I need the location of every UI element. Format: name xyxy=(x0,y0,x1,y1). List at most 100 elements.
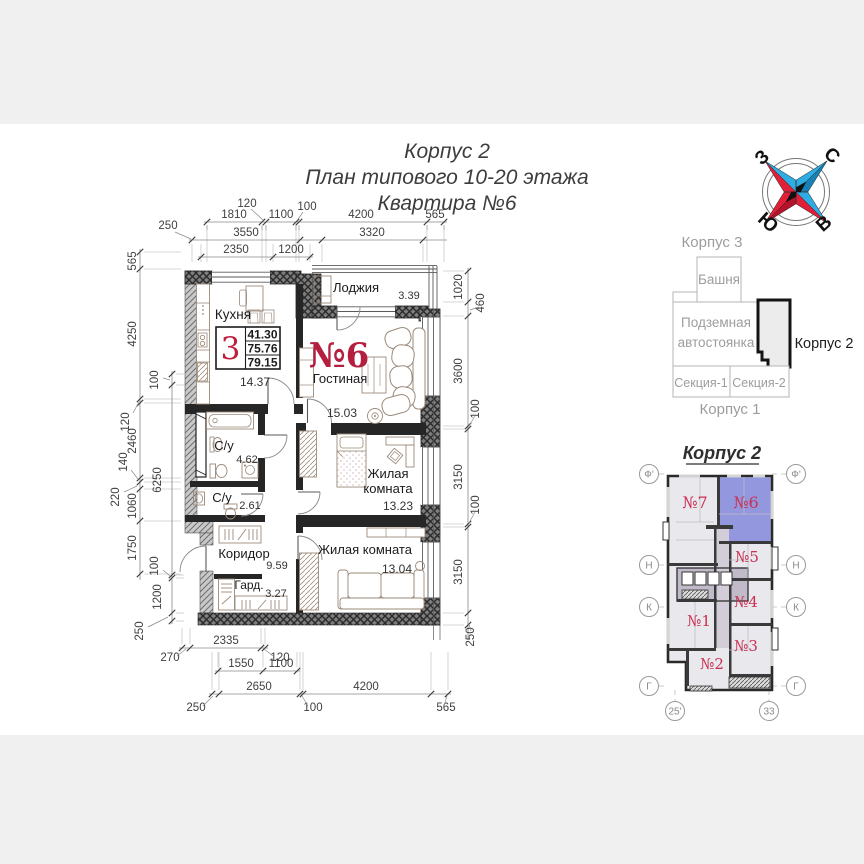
dim-tick-r-0 xyxy=(464,267,472,275)
dim-right-100a: 100 xyxy=(470,399,482,418)
right-window-gap-0 xyxy=(421,317,440,396)
dim-right-460: 460 xyxy=(475,293,487,312)
dim-left-4250: 4250 xyxy=(127,321,139,347)
info-box: 3 41.30 75.76 79.15 xyxy=(215,326,281,370)
dim-right-3150a: 3150 xyxy=(453,464,465,490)
dim-tick-b3-2 xyxy=(296,690,304,698)
plate-unit1-label: №1 xyxy=(687,612,711,630)
kitchen-furniture xyxy=(196,283,275,405)
dim-bottom-250: 250 xyxy=(186,702,205,714)
dim-tick-top2-3 xyxy=(419,236,427,244)
gard-box-bottom xyxy=(234,595,288,611)
dim-bottom-row1: 2335 270 120 xyxy=(160,635,289,664)
dim-tick-top1-5 xyxy=(423,218,431,226)
dim-tick-lo-1 xyxy=(136,265,144,273)
dim-leader-bottom-120 xyxy=(263,648,274,657)
info-box-area-total: 79.15 xyxy=(247,356,277,370)
bathroom-sink xyxy=(212,437,223,452)
dim-top-100: 100 xyxy=(297,201,316,213)
dim-leader-right-460 xyxy=(469,306,480,311)
bedroom2-area: 13.04 xyxy=(382,562,412,576)
bedroom2-sofa-seat-1 xyxy=(347,572,382,599)
kitchen-table xyxy=(245,285,264,312)
dim-leader-right-100a xyxy=(468,415,476,427)
bedroom2-sofa-back xyxy=(339,597,425,610)
plate-unit4-label: №4 xyxy=(734,593,758,611)
plate-unit2-label: №2 xyxy=(700,655,724,673)
plate-wall-2-left xyxy=(686,651,689,686)
dim-leader-left-100a xyxy=(162,377,171,381)
wc-area: 2.61 xyxy=(239,500,260,512)
plate-unit7-label: №7 xyxy=(682,493,707,512)
site-korpus2-label: Корпус 2 xyxy=(795,336,854,352)
dim-bottom-100: 100 xyxy=(303,702,322,714)
wall-kitchen-post xyxy=(294,404,303,414)
kitchen-stool-inner-0 xyxy=(249,312,259,324)
corridor-closet xyxy=(218,525,262,544)
kitchen-stool-1 xyxy=(261,309,275,324)
wc-label: С/у xyxy=(212,490,232,505)
compass-circle-outer xyxy=(762,158,830,226)
plate-axis-bottom-25-label: 25' xyxy=(668,707,681,718)
dim-leader-left-250 xyxy=(147,616,169,628)
bathtub xyxy=(206,411,254,430)
kitchen-sink-box xyxy=(197,332,208,348)
plate-axis-left-k-label: К xyxy=(646,603,652,614)
bedroom1-furniture xyxy=(299,430,415,488)
dim-right-3600: 3600 xyxy=(453,358,465,384)
dim-tick-lo-5 xyxy=(136,478,144,486)
doors xyxy=(179,306,361,573)
plate-axis-bottom-33-circle xyxy=(759,701,779,721)
wall-bottom xyxy=(197,612,441,626)
dim-tick-r-4 xyxy=(464,425,472,433)
site-plan: Корпус 3 Башня Подземная автостоянка Кор… xyxy=(672,234,854,418)
loggia-cabinet xyxy=(313,275,332,304)
loggia-window-gap xyxy=(337,306,395,318)
floor-plan: 3 41.30 75.76 79.15 №6 Кухня 14.37 Лоджи… xyxy=(179,265,441,640)
dim-tick-b3-5 xyxy=(444,690,452,698)
site-parking-label-2: автостоянка xyxy=(678,335,755,350)
dim-tick-li-2 xyxy=(168,571,176,579)
gard-area: 3.27 xyxy=(265,588,286,600)
wall-living-bottom xyxy=(331,423,426,435)
dim-top-1100: 1100 xyxy=(269,209,294,221)
bedroom1-chair xyxy=(386,447,404,465)
dim-left-inner: 100 6250 100 1200 250 xyxy=(134,370,176,641)
site-notch-box xyxy=(672,291,698,303)
dim-extension-lines xyxy=(144,226,464,690)
floor-plate: Корпус 2 №1 №2 №3 №4 №5 №6 №7 Ф' Н К Г Ф… xyxy=(639,443,806,721)
dim-top-120: 120 xyxy=(237,198,256,210)
wall-bedroom2-left-a xyxy=(296,527,303,533)
dim-tick-lo-7 xyxy=(136,517,144,525)
dimensions: 1810 1100 4200 565 120 100 3550 3320 250… xyxy=(110,198,487,714)
dim-right: 1020 460 3600 100 3150 100 3150 250 xyxy=(453,267,487,647)
sofa-cushion-1 xyxy=(391,344,415,368)
plate-wall-3-bottom xyxy=(729,674,772,677)
dim-top-565: 565 xyxy=(425,209,444,221)
sofa-cushion-2 xyxy=(389,365,413,389)
dim-tick-li-3 xyxy=(168,574,176,582)
dim-left-outer: 565 4250 120 2460 140 220 1060 1750 xyxy=(110,248,144,580)
dim-right-1020: 1020 xyxy=(453,274,465,300)
site-section2-label: Секция-2 xyxy=(732,376,786,390)
plate-elevator-3 xyxy=(720,571,733,586)
dim-tick-r-8 xyxy=(464,621,472,629)
plate-axis-bottom-33-label: 33 xyxy=(763,707,775,718)
dim-top-row3: 2350 1200 xyxy=(197,244,314,261)
kitchen-sink-bowl-1 xyxy=(199,334,206,341)
dim-tick-top1-1 xyxy=(258,218,266,226)
dim-tick-b3-1 xyxy=(215,690,223,698)
dim-tick-top1-6 xyxy=(440,218,448,226)
corridor-label: Коридор xyxy=(218,546,269,561)
dim-tick-top1-0 xyxy=(203,218,211,226)
dim-leader-right-250 xyxy=(468,623,472,632)
wall-loggia-bottom-left xyxy=(311,305,338,319)
dim-leader-bottom-250 xyxy=(202,695,214,707)
dim-tick-top1-2 xyxy=(262,218,270,226)
vent-shaft-diag-2 xyxy=(195,469,207,476)
bathroom-furniture xyxy=(193,411,259,520)
dim-tick-b1-2 xyxy=(257,644,265,652)
right-window-gap-2 xyxy=(421,542,440,598)
wall-bath-right-b xyxy=(258,458,265,492)
bedroom1-pillow xyxy=(339,436,364,449)
